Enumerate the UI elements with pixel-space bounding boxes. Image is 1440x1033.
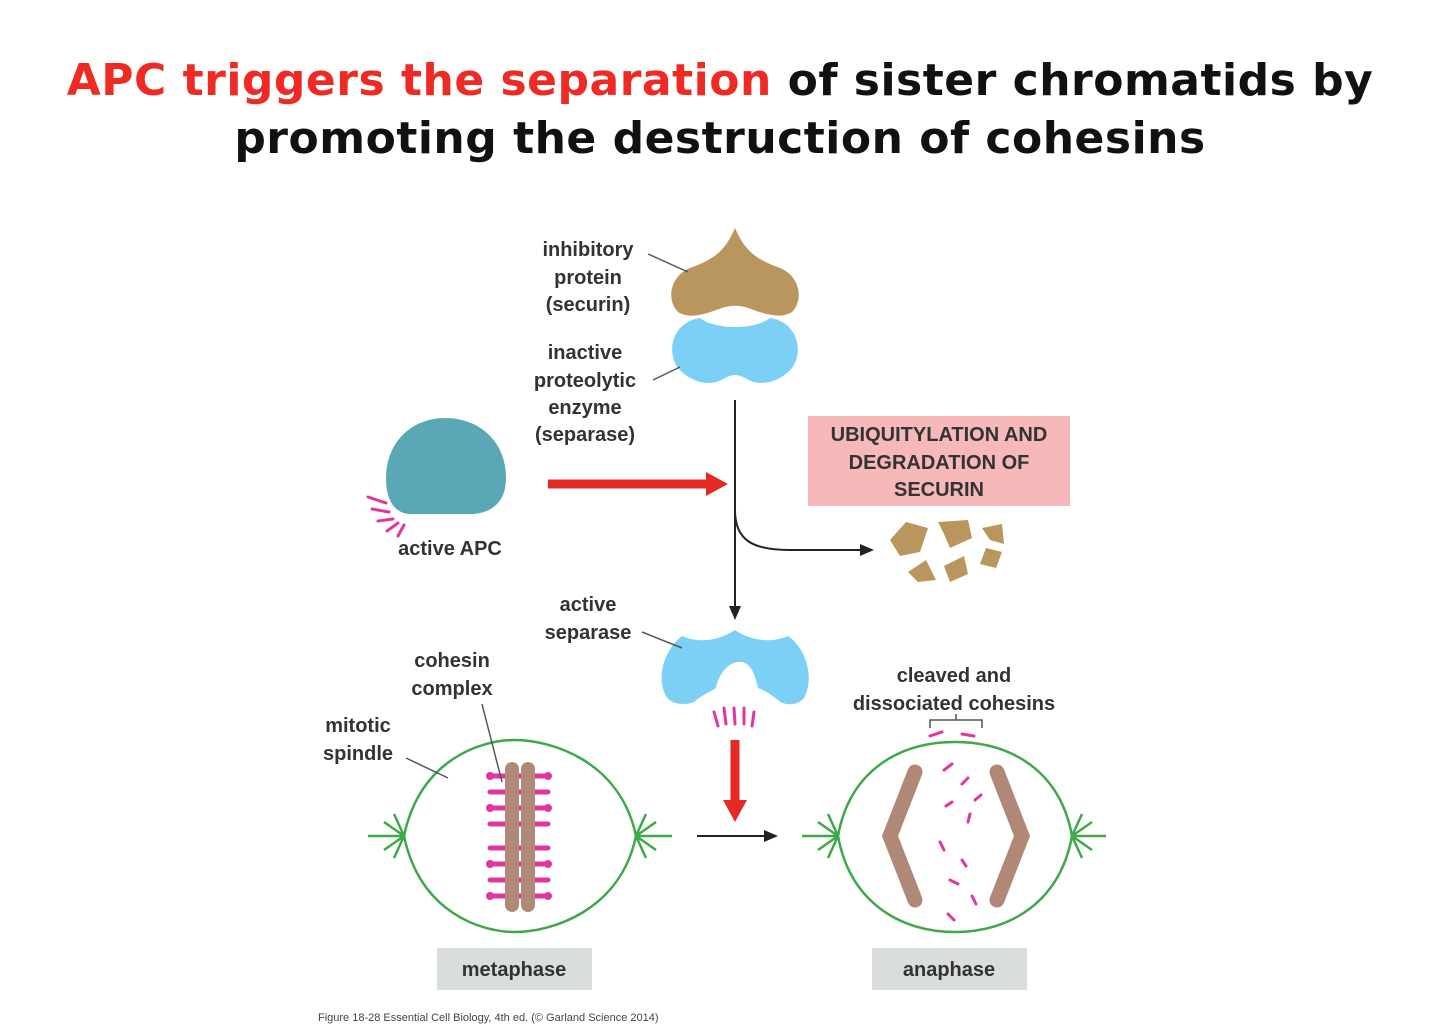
label-active-separase: active separase (545, 594, 632, 644)
metaphase-box (437, 948, 592, 990)
svg-text:enzyme: enzyme (548, 397, 621, 419)
leader-separase-inactive (652, 366, 681, 381)
title-line-2: promoting the destruction of cohesins (234, 113, 1206, 164)
leader-active-separase (641, 631, 683, 649)
svg-text:active: active (560, 594, 617, 616)
securin-shape (671, 228, 799, 316)
svg-text:inhibitory: inhibitory (542, 239, 634, 261)
label-securin: inhibitory protein (securin) (542, 239, 634, 316)
label-anaphase: anaphase (903, 959, 995, 981)
transition-arrow-head (764, 830, 778, 842)
anaphase-spindle (802, 740, 1106, 934)
separase-inactive-shape (672, 318, 798, 383)
cleaved-cohesin-fragments (928, 730, 983, 922)
svg-text:dissociated cohesins: dissociated cohesins (853, 693, 1055, 715)
figure-credit: Figure 18-28 Essential Cell Biology, 4th… (318, 1012, 659, 1024)
svg-text:(separase): (separase) (535, 424, 635, 446)
svg-text:protein: protein (554, 267, 622, 289)
metaphase-spindle (368, 738, 672, 934)
svg-text:separase: separase (545, 622, 632, 644)
securin-fragments (890, 520, 1004, 582)
svg-text:UBIQUITYLATION AND: UBIQUITYLATION AND (831, 424, 1048, 446)
label-metaphase: metaphase (462, 959, 567, 981)
label-cleaved-cohesins: cleaved and dissociated cohesins (853, 665, 1055, 715)
metaphase-cohesin-nubs (486, 772, 552, 900)
title-line-1: APC triggers the separation of sister ch… (0, 52, 1440, 110)
apc-shape (386, 418, 506, 514)
pathway-vertical-arrowhead (729, 606, 741, 620)
label-ubiquitylation: UBIQUITYLATION AND DEGRADATION OF SECURI… (831, 424, 1048, 501)
bracket-cleaved-cohesins (929, 719, 983, 728)
separase-active-shape (661, 630, 809, 705)
svg-text:inactive: inactive (548, 342, 622, 364)
pathway-branch-line (734, 509, 862, 551)
anaphase-chromatids (881, 764, 1031, 908)
label-mitotic-spindle: mitotic spindle (323, 715, 393, 765)
apc-arrow-head (706, 472, 728, 496)
ubiquitylation-box (808, 416, 1070, 506)
svg-text:cleaved and: cleaved and (897, 665, 1012, 687)
title-line-1-rest: of sister chromatids by (771, 55, 1374, 106)
label-separase-inactive: inactive proteolytic enzyme (separase) (534, 342, 636, 446)
svg-text:mitotic: mitotic (325, 715, 391, 737)
svg-text:(securin): (securin) (546, 294, 630, 316)
slide-title: APC triggers the separation of sister ch… (0, 52, 1440, 168)
leader-securin (647, 253, 689, 273)
svg-text:proteolytic: proteolytic (534, 370, 636, 392)
svg-text:SECURIN: SECURIN (894, 479, 984, 501)
anaphase-box (872, 948, 1027, 990)
leader-mitotic-spindle (405, 757, 449, 779)
label-active-apc: active APC (398, 538, 502, 560)
metaphase-chromatids (505, 762, 535, 912)
svg-text:spindle: spindle (323, 743, 393, 765)
pathway-branch-arrowhead (860, 544, 874, 556)
separase-cohesin-tags (712, 706, 756, 728)
label-cohesin-complex: cohesin complex (411, 650, 492, 700)
leader-cohesin-complex (481, 703, 503, 783)
separase-arrow-head (723, 800, 747, 822)
apc-cohesin-tags (366, 495, 406, 538)
svg-text:cohesin: cohesin (414, 650, 490, 672)
svg-text:complex: complex (411, 678, 492, 700)
svg-text:DEGRADATION OF: DEGRADATION OF (849, 452, 1030, 474)
title-highlight: APC triggers the separation (66, 55, 772, 106)
